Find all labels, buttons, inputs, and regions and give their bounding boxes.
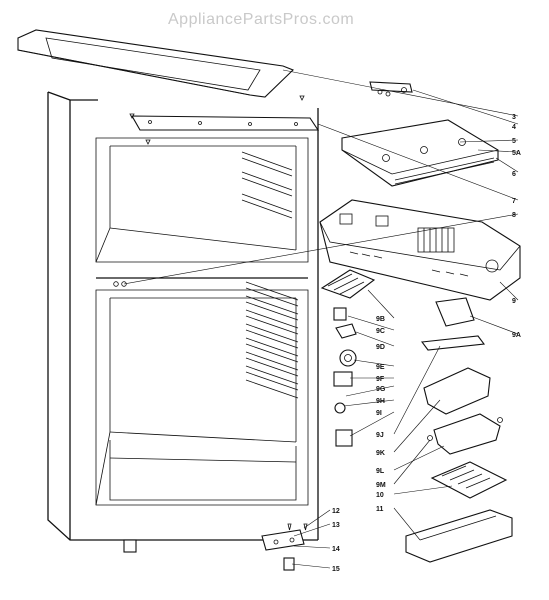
callout-9f: 9F	[376, 376, 385, 383]
callout-9l: 9L	[376, 468, 385, 475]
callout-3: 3	[512, 114, 516, 121]
control-panel	[341, 119, 499, 187]
callout-9k: 9K	[376, 450, 385, 457]
top-bracket	[129, 95, 320, 145]
callout-4: 4	[512, 124, 516, 131]
top-cover	[17, 29, 294, 98]
callout-9d: 9D	[376, 344, 385, 351]
watermark: AppliancePartsPros.com	[168, 11, 354, 28]
callout-9h: 9H	[376, 398, 385, 405]
callout-9b: 9B	[376, 316, 385, 323]
callout-9e: 9E	[376, 364, 385, 371]
callout-8: 8	[512, 212, 516, 219]
callout-9m: 9M	[376, 482, 386, 489]
callout-15: 15	[332, 566, 340, 573]
callout-13: 13	[332, 522, 340, 529]
callout-9: 9	[512, 298, 516, 305]
callout-9g: 9G	[376, 386, 386, 393]
callout-14: 14	[332, 546, 340, 553]
callout-5: 5	[512, 138, 516, 145]
callout-9i: 9I	[376, 410, 382, 417]
cabinet	[47, 91, 319, 541]
callout-labels: 3 4 5 5A 6 7 8 9 9A 9B 9C 9D 9E 9F 9G 9H…	[332, 114, 521, 573]
callout-9j: 9J	[376, 432, 384, 439]
callout-5a: 5A	[512, 150, 521, 157]
small-parts	[123, 269, 513, 571]
callout-11: 11	[376, 506, 384, 513]
evaporator-housing	[319, 199, 521, 301]
callout-10: 10	[376, 492, 384, 499]
callout-7: 7	[512, 198, 516, 205]
callout-9c: 9C	[376, 328, 385, 335]
callout-12: 12	[332, 508, 340, 515]
callout-6: 6	[512, 171, 516, 178]
leader-lines	[123, 69, 519, 569]
callout-9a: 9A	[512, 332, 521, 339]
